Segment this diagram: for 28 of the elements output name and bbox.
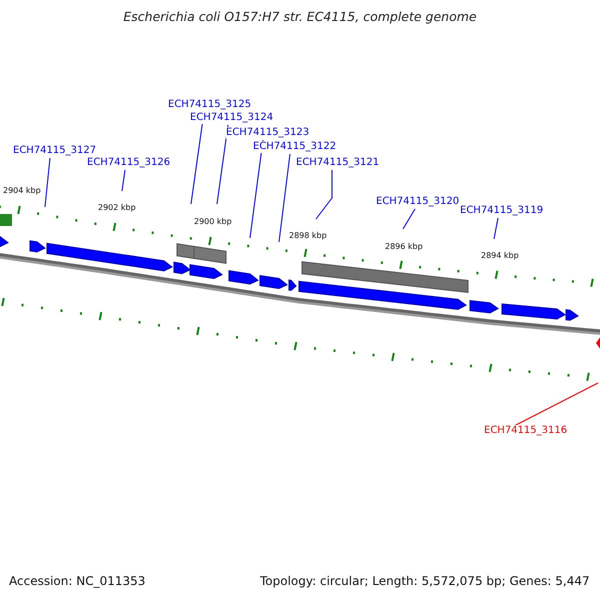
gene-label: ECH74115_3121 bbox=[296, 157, 380, 168]
leader-line bbox=[402, 208, 416, 230]
scale-label: 2904 kbp bbox=[3, 186, 41, 196]
gene-label: ECH74115_3126 bbox=[87, 157, 170, 168]
title: Escherichia coli O157:H7 str. EC4115, complete genome bbox=[122, 10, 478, 24]
gene-label: ECH74115_3122 bbox=[253, 141, 336, 152]
leader-line bbox=[250, 140, 264, 238]
gene-label: ECH74115_3116 bbox=[484, 425, 568, 436]
leader-line bbox=[514, 382, 598, 426]
gene-label: ECH74115_3127 bbox=[13, 145, 96, 156]
gene-label: ECH74115_3123 bbox=[226, 127, 310, 138]
accession-text: Accession: NC_011353 bbox=[9, 575, 146, 589]
scale-label: 2896 kbp bbox=[385, 242, 423, 252]
leader-line bbox=[494, 218, 498, 240]
scale-label: 2894 kbp bbox=[481, 251, 519, 260]
gene-label: ECH74115_3119 bbox=[460, 205, 544, 216]
genome-info-text: Topology: circular; Length: 5,572,075 bp; Genes: 5,447 bbox=[260, 575, 590, 589]
scale-label: 2898 kbp bbox=[289, 231, 327, 240]
leader-line bbox=[216, 124, 228, 204]
gene-label: ECH74115_3120 bbox=[376, 196, 460, 208]
gene-label: ECH74115_3125 bbox=[168, 99, 252, 110]
scale-label: 2900 kbp bbox=[194, 217, 232, 226]
leader-line bbox=[44, 158, 50, 208]
scale-label: 2902 kbp bbox=[98, 203, 136, 212]
leader-line bbox=[316, 170, 332, 220]
gene-label: ECH74115_3124 bbox=[190, 112, 274, 124]
leader-line bbox=[122, 170, 126, 192]
leader-line bbox=[278, 154, 290, 242]
